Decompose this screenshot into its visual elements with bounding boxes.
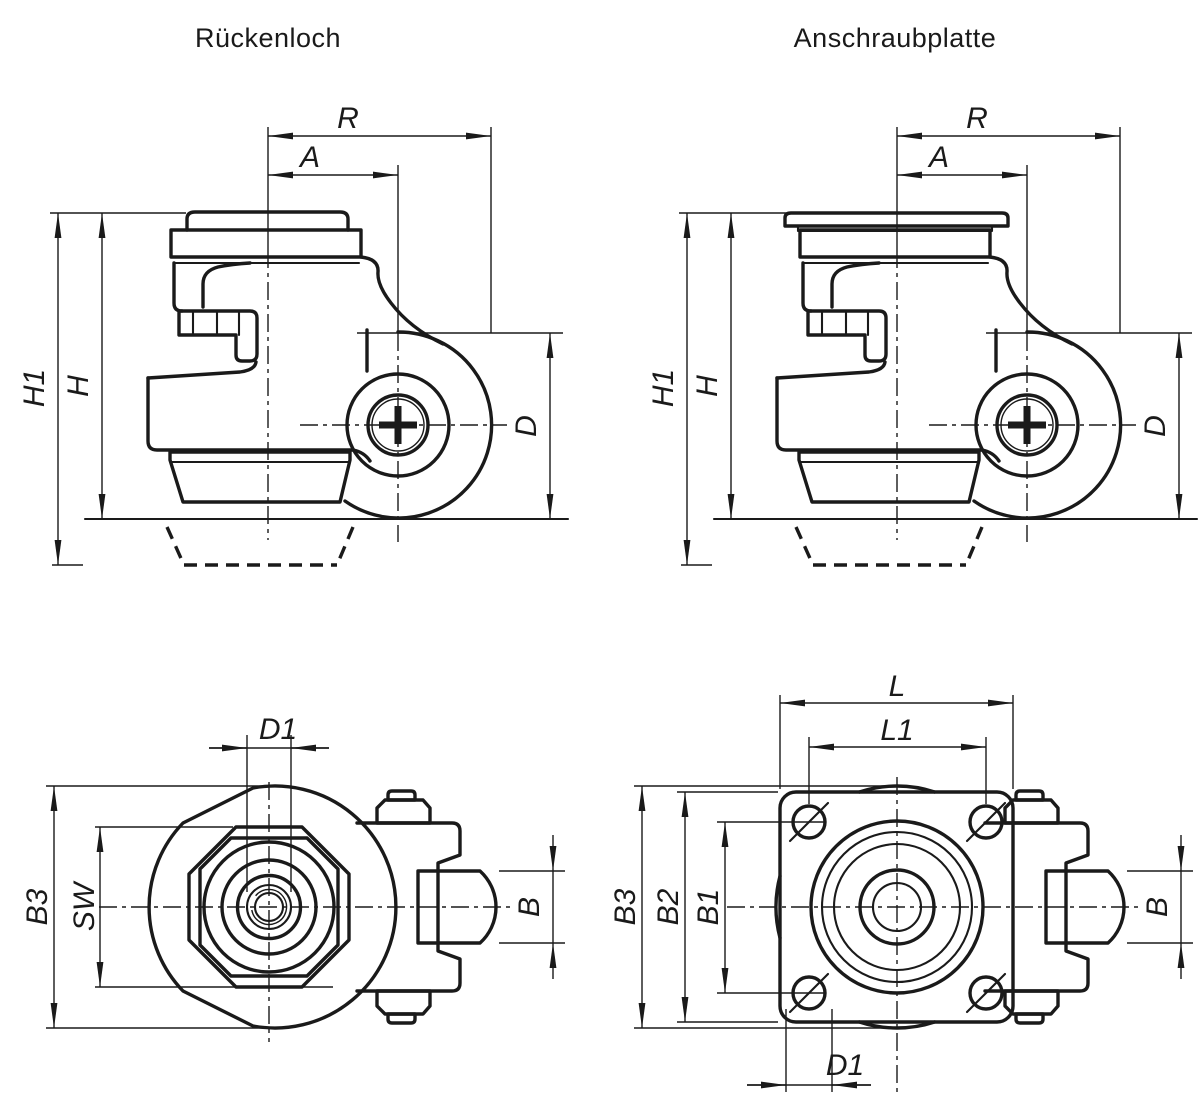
- kingpin-boss: [858, 868, 936, 946]
- d1-extension-lines: [785, 1009, 833, 1092]
- swivel-race-outer: [809, 819, 985, 995]
- view-bottom-anschraubplatte: L L1 B3 B2 B1 D1: [609, 670, 1193, 1097]
- b2-extension-lines: [677, 791, 778, 1023]
- dim-label-L: L: [889, 670, 906, 703]
- dim-label-B3: B3: [609, 888, 642, 925]
- b1-extension-lines: [717, 821, 825, 994]
- sw-extension-lines: [95, 826, 333, 988]
- hex-chamfer-octagon: [198, 836, 340, 978]
- mounting-plate-outline: [778, 790, 1015, 1024]
- screw-slot-icon: [965, 972, 1007, 1014]
- d1-extension-lines: [246, 735, 292, 892]
- thread-arc: [251, 888, 288, 926]
- dim-label-D1: D1: [259, 713, 297, 746]
- boss-circle: [235, 873, 303, 941]
- dim-label-B1: B1: [692, 889, 725, 926]
- spindle-circle: [220, 858, 318, 956]
- bore-circle: [253, 891, 285, 923]
- side-body: [647, 102, 1197, 565]
- screw-hole: [968, 975, 1004, 1011]
- kingpin-bore: [871, 881, 923, 933]
- back-hole-cap: [185, 210, 350, 232]
- view-bottom-rueckenloch: D1 SW B3: [21, 713, 565, 1042]
- dim-label-L1: L1: [880, 714, 913, 747]
- side-body: [18, 102, 568, 565]
- mounting-plate-side: [783, 211, 1010, 228]
- b3-extension-lines: [46, 785, 273, 1029]
- l-extension-lines: [779, 695, 1014, 789]
- swivel-race-middle: [820, 830, 974, 984]
- view-side-rueckenloch: [18, 102, 568, 565]
- spindle-circle-outer: [202, 840, 336, 974]
- thread-chamfer-circle: [245, 883, 293, 931]
- dim-label-D1: D1: [826, 1049, 864, 1082]
- title-anschraubplatte: Anschraubplatte: [794, 23, 997, 53]
- dim-label-SW: SW: [68, 880, 101, 931]
- b3-extension-lines: [634, 785, 905, 1029]
- screw-slot-icon: [965, 801, 1007, 843]
- title-rueckenloch: Rückenloch: [195, 23, 341, 53]
- wheel-bracket: [99, 791, 565, 1023]
- dim-label-B3: B3: [21, 888, 54, 925]
- screw-hole: [968, 804, 1004, 840]
- dim-label-B2: B2: [652, 888, 685, 925]
- swivel-race-inner: [832, 842, 962, 972]
- plate-lip: [796, 224, 994, 233]
- view-side-anschraubplatte: [647, 102, 1197, 565]
- housing-circle: [147, 784, 398, 1030]
